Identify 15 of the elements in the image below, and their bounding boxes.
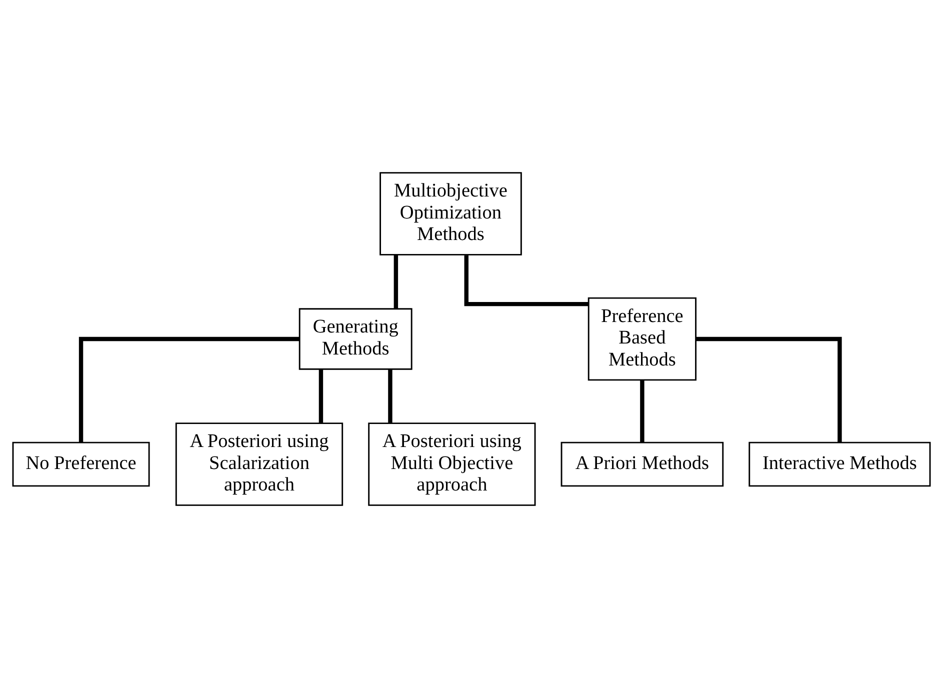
connector	[640, 380, 644, 442]
connector	[318, 368, 324, 422]
node-box: Interactive Methods	[748, 441, 931, 486]
node-box: Preference Based Methods	[588, 296, 696, 380]
node-box: A Posteriori using Scalarization approach	[175, 422, 344, 506]
connector	[388, 368, 392, 422]
connector	[464, 254, 588, 306]
node-box: No Preference	[12, 441, 150, 486]
node-box: A Priori Methods	[560, 441, 724, 486]
connector	[696, 336, 842, 442]
node-box: A Posteriori using Multi Objective approach	[368, 422, 536, 506]
node-box: Multiobjective Optimization Methods	[380, 172, 522, 255]
connector	[394, 254, 398, 308]
connector	[78, 336, 300, 442]
node-box: Generating Methods	[298, 308, 412, 370]
